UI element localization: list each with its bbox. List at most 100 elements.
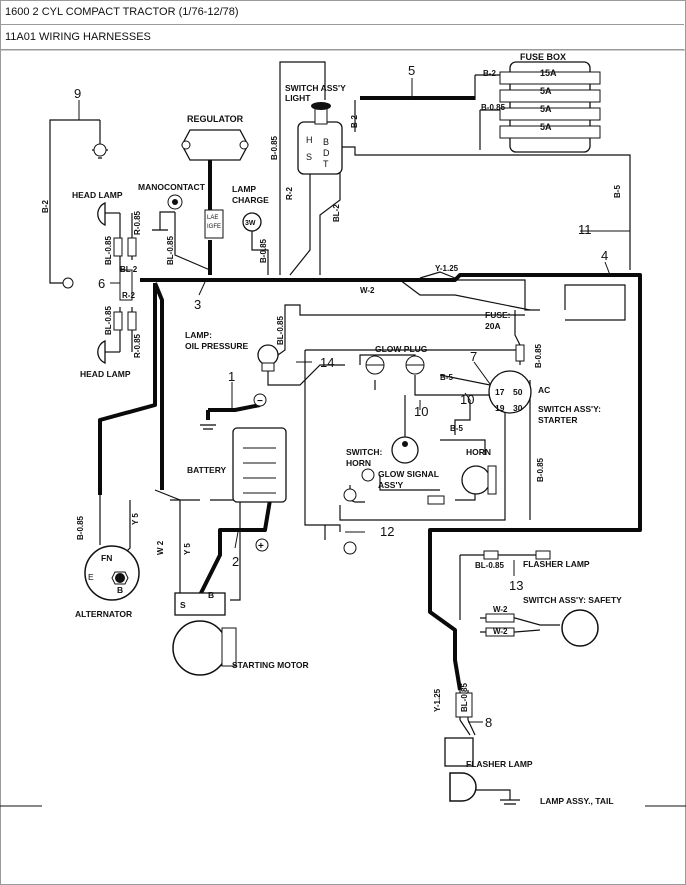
starting-motor (172, 592, 237, 676)
wire-label: B-2 (350, 115, 359, 128)
motor-terminal: B (208, 590, 214, 600)
wire-label: R-2 (122, 291, 135, 300)
wire-label: BL-0.85 (276, 316, 285, 345)
wire-label: W-2 (493, 627, 508, 636)
wire-label: B-0.85 (259, 238, 268, 263)
starter-switch-label: SWITCH ASS'Y: (538, 404, 601, 414)
fuse-box-label: FUSE BOX (520, 52, 566, 62)
fuse-rating: 5A (540, 104, 552, 114)
page-title: 1600 2 CYL COMPACT TRACTOR (1/76-12/78) (0, 0, 684, 25)
fuse-rating: 15A (540, 68, 557, 78)
wire-label: BL-0.85 (475, 561, 504, 570)
lamp-wattage: 3W (245, 220, 256, 227)
safety-connector (485, 627, 515, 637)
horn (461, 465, 497, 495)
callout-number: 1 (228, 369, 235, 384)
battery-neg: − (257, 396, 263, 407)
safety-switch-label: SWITCH ASS'Y: SAFETY (523, 595, 622, 605)
battery-label: BATTERY (187, 465, 227, 475)
oil-lamp-label: OIL PRESSURE (185, 341, 248, 351)
glow-signal-label: GLOW SIGNAL (378, 469, 439, 479)
alternator-label: ALTERNATOR (75, 609, 132, 619)
callout-number: 13 (509, 578, 523, 593)
terminal-label: H (306, 135, 313, 145)
tail-lamp-label: LAMP ASSY., TAIL (540, 796, 614, 806)
callout-number: 3 (194, 297, 201, 312)
light-switch-label: SWITCH ASS'Y (285, 83, 346, 93)
regulator (181, 129, 249, 239)
motor-terminal: S (180, 600, 186, 610)
head-lamp-label: HEAD LAMP (72, 190, 123, 200)
horn-switch (391, 436, 419, 464)
lamp-charge-label: CHARGE (232, 195, 269, 205)
wire-label: BL-0.85 (460, 683, 469, 712)
main-harness (98, 96, 642, 691)
ground-terminal-icon (62, 277, 74, 289)
starter-terminal: 50 (513, 387, 523, 397)
callout-number: 11 (578, 222, 592, 237)
wire-label: B-5 (440, 373, 453, 382)
wire-label: R-0.85 (133, 210, 142, 235)
alternator (84, 545, 140, 601)
wire-label: Y-1.25 (433, 688, 442, 712)
manocontact (167, 194, 183, 210)
flasher-lamp-label: FLASHER LAMP (466, 759, 533, 769)
connector-label: LAE (207, 215, 218, 221)
wire-label: B-2 (483, 69, 496, 78)
battery-pos: + (258, 541, 264, 552)
connector-6 (119, 269, 133, 301)
flasher-connector (535, 550, 551, 560)
wire-label: B-5 (613, 185, 622, 198)
glow-signal (361, 468, 375, 482)
flasher-connector (483, 550, 499, 560)
starting-motor-label: STARTING MOTOR (232, 660, 309, 670)
glow-plug (365, 355, 425, 375)
callout-number: 12 (380, 524, 394, 539)
safety-connector (485, 613, 515, 623)
terminal-label: T (323, 159, 329, 169)
light-switch-label: LIGHT (285, 93, 311, 103)
terminal-label: B (323, 137, 329, 147)
wire-label: B-0.85 (534, 343, 543, 368)
wire-label: BL-2 (332, 204, 341, 222)
alternator-terminal: E (88, 572, 94, 582)
callout-number: 10 (414, 404, 428, 419)
callout-number: 14 (320, 355, 334, 370)
horn-label: HORN (466, 447, 491, 457)
callout-number: 2 (232, 554, 239, 569)
starter-terminal: 19 (495, 403, 505, 413)
wire-label: R-0.85 (133, 333, 142, 358)
alternator-terminal: B (117, 585, 123, 595)
wire-label: R-2 (285, 187, 294, 200)
regulator-label: REGULATOR (187, 114, 244, 124)
battery (232, 393, 287, 552)
wire-label: B-0.85 (536, 457, 545, 482)
head-lamp-label: HEAD LAMP (80, 369, 131, 379)
wire-label: B-5 (450, 424, 463, 433)
ground-lug-icon (93, 143, 357, 555)
wire-label: W 2 (156, 540, 165, 555)
callout-number: 7 (470, 349, 477, 364)
tail-connector (455, 692, 473, 718)
starter-terminal: 17 (495, 387, 505, 397)
head-lamp-upper (97, 202, 137, 257)
fuse-box (499, 61, 601, 153)
head-lamp-lower (97, 311, 137, 364)
fuse-20a-label: 20A (485, 321, 501, 331)
starter-switch (488, 370, 532, 414)
horn-switch-label: SWITCH: (346, 447, 383, 457)
oil-pressure-lamp (257, 344, 279, 372)
terminal-label: D (323, 148, 330, 158)
callout-number: 9 (74, 86, 81, 101)
lamp-charge-label: LAMP (232, 184, 256, 194)
fuse-rating: 5A (540, 86, 552, 96)
alternator-terminal: FN (101, 553, 112, 563)
callout-number: 10 (460, 392, 474, 407)
callout-leaders (78, 78, 630, 723)
manocontact-label: MANOCONTACT (138, 182, 206, 192)
fuse-20a (515, 344, 525, 362)
light-switch (297, 102, 343, 175)
callout-number: 5 (408, 63, 415, 78)
fuse-20a-label: FUSE: (485, 310, 511, 320)
